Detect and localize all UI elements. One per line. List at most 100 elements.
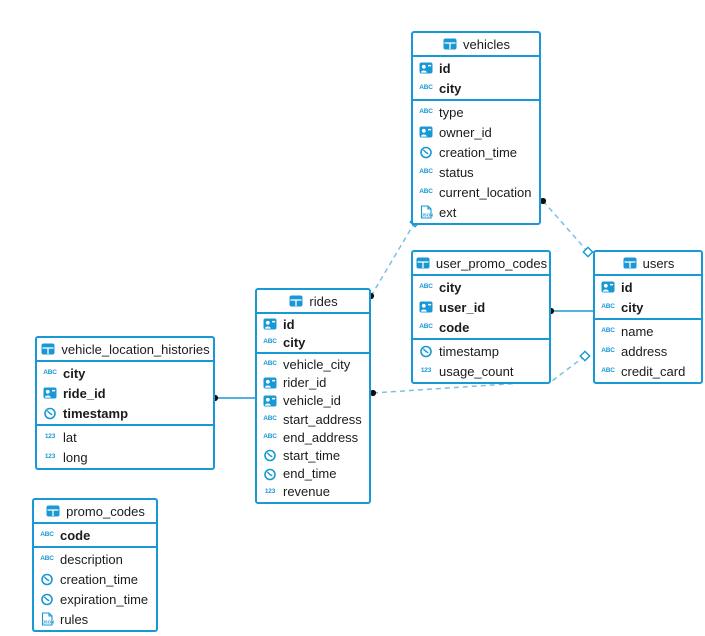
field-label: city	[621, 299, 644, 315]
relation-vehicles-users[interactable]	[539, 197, 594, 258]
field-rides-start_time[interactable]: start_time	[257, 446, 369, 464]
field-vehicle_location_histories-timestamp[interactable]: timestamp	[37, 403, 213, 423]
field-label: name	[621, 323, 654, 339]
field-label: vehicle_id	[283, 393, 341, 409]
abc-text-icon: ABC	[263, 432, 277, 440]
table-header-users[interactable]: users	[595, 252, 701, 276]
field-vehicle_location_histories-ride_id[interactable]: ride_id	[37, 383, 213, 403]
field-label: code	[439, 319, 470, 335]
field-user_promo_codes-user_id[interactable]: user_id	[413, 297, 549, 317]
relation-diamond-marker	[582, 246, 594, 258]
field-vehicles-owner_id[interactable]: owner_id	[413, 122, 539, 142]
field-label: ext	[439, 204, 457, 220]
abc-text-icon: ABC	[40, 554, 54, 562]
abc-text-icon: ABC	[419, 107, 433, 115]
table-icon	[40, 342, 56, 356]
id-badge-icon	[418, 125, 434, 139]
table-title: user_promo_codes	[435, 255, 548, 271]
id-badge-icon	[418, 300, 434, 314]
field-rides-end_address[interactable]: ABC end_address	[257, 428, 369, 446]
123-number-icon: 123	[44, 432, 56, 440]
field-promo_codes-creation_time[interactable]: creation_time	[34, 569, 156, 589]
field-rides-end_time[interactable]: end_time	[257, 465, 369, 483]
table-header-vehicles[interactable]: vehicles	[413, 33, 539, 57]
field-rides-rider_id[interactable]: rider_id	[257, 374, 369, 392]
abc-text-icon: ABC	[601, 302, 615, 310]
field-users-id[interactable]: id	[595, 277, 701, 297]
relation-dot-marker	[369, 389, 377, 397]
field-label: user_id	[439, 299, 486, 315]
table-title: rides	[309, 293, 338, 309]
field-promo_codes-expiration_time[interactable]: expiration_time	[34, 589, 156, 609]
field-label: credit_card	[621, 363, 686, 379]
svg-text:JSON: JSON	[422, 213, 433, 218]
abc-text-icon: ABC	[263, 360, 277, 368]
id-badge-icon	[42, 386, 58, 400]
field-label: creation_time	[439, 144, 518, 160]
field-label: end_address	[283, 429, 359, 445]
field-label: expiration_time	[60, 591, 149, 607]
field-label: city	[63, 365, 86, 381]
id-badge-icon	[262, 394, 278, 408]
relation-rides-users[interactable]	[369, 350, 591, 397]
abc-text-icon: ABC	[601, 346, 615, 354]
field-rides-id[interactable]: id	[257, 315, 369, 333]
table-header-vehicle_location_histories[interactable]: vehicle_location_histories	[37, 338, 213, 362]
table-header-rides[interactable]: rides	[257, 290, 369, 314]
abc-text-icon: ABC	[419, 282, 433, 290]
field-users-city[interactable]: ABC city	[595, 297, 701, 317]
field-vehicles-ext[interactable]: JSON ext	[413, 202, 539, 222]
json-icon: JSON	[39, 612, 55, 626]
field-label: ride_id	[63, 385, 106, 401]
abc-text-icon: ABC	[40, 530, 54, 538]
field-label: creation_time	[60, 571, 139, 587]
field-label: id	[283, 316, 295, 332]
json-icon: JSON	[418, 205, 434, 219]
field-label: end_time	[283, 466, 337, 482]
field-vehicles-id[interactable]: id	[413, 58, 539, 78]
field-label: long	[63, 449, 88, 465]
field-rides-vehicle_id[interactable]: vehicle_id	[257, 392, 369, 410]
field-vehicles-creation_time[interactable]: creation_time	[413, 142, 539, 162]
field-label: owner_id	[439, 124, 492, 140]
field-label: id	[621, 279, 633, 295]
table-title: vehicles	[463, 36, 510, 52]
table-icon	[45, 504, 61, 518]
field-label: start_time	[283, 447, 341, 463]
table-header-promo_codes[interactable]: promo_codes	[34, 500, 156, 524]
clock-icon	[262, 448, 278, 462]
table-header-user_promo_codes[interactable]: user_promo_codes	[413, 252, 549, 276]
field-user_promo_codes-timestamp[interactable]: timestamp	[413, 341, 549, 361]
id-badge-icon	[262, 317, 278, 331]
